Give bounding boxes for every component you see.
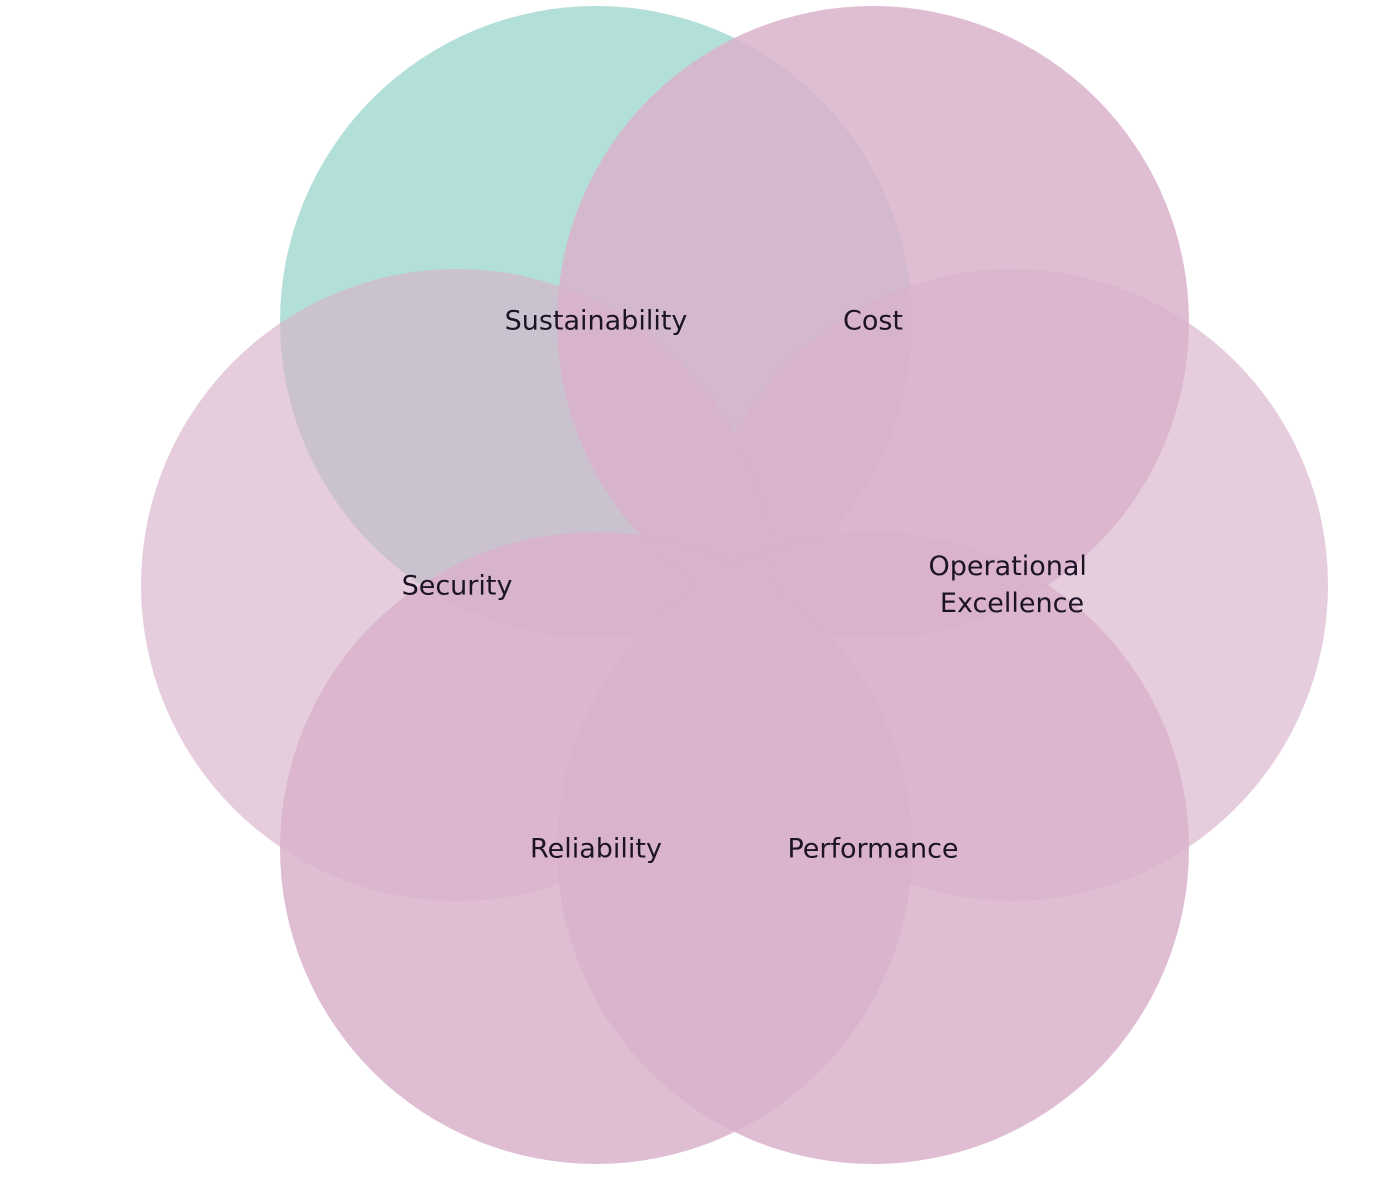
pillar-circles [141,6,1328,1164]
label-reliability: Reliability [530,834,662,865]
label-sustainability: Sustainability [505,306,688,337]
pillar-labels: Sustainability Cost Operational Excellen… [402,306,1095,865]
label-operational-excellence-line-2: Excellence [940,588,1084,619]
label-performance: Performance [787,834,958,865]
label-security: Security [402,571,513,602]
label-cost: Cost [843,306,903,337]
label-operational-excellence-line-1: Operational [928,551,1086,582]
circle-security [141,269,773,901]
label-operational-excellence: Operational Excellence [928,551,1095,619]
